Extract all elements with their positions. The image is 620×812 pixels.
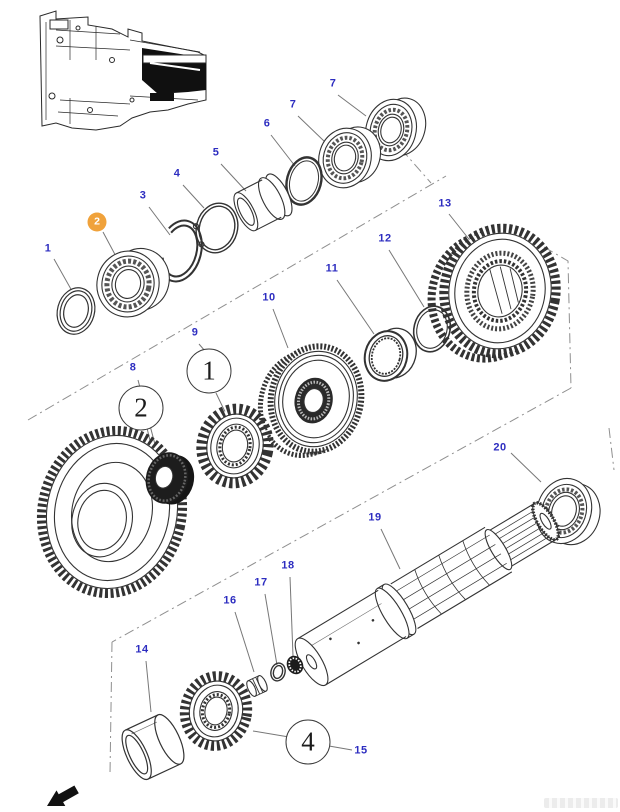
callout-11[interactable]: 11 xyxy=(325,262,339,275)
callout-10[interactable]: 10 xyxy=(262,291,276,304)
part-10-synchronizer xyxy=(257,343,365,458)
part-11-ring xyxy=(363,327,417,382)
callout-3[interactable]: 3 xyxy=(139,189,147,202)
part-16-pin xyxy=(246,675,268,697)
watermark xyxy=(544,798,618,808)
part-6-o-ring xyxy=(285,156,323,206)
callout-12[interactable]: 12 xyxy=(378,232,392,245)
callout-17[interactable]: 17 xyxy=(254,576,268,589)
part-19-shaft xyxy=(294,501,561,687)
gearbox-housing-thumbnail xyxy=(39,10,207,131)
part-8-gear xyxy=(36,425,188,599)
callout-7a[interactable]: 7 xyxy=(289,98,297,111)
part-7a-bearing xyxy=(318,126,382,189)
part-17-washer xyxy=(270,662,286,682)
callout-9[interactable]: 9 xyxy=(191,326,199,339)
callout-18[interactable]: 18 xyxy=(281,559,295,572)
part-14-bushing xyxy=(121,713,185,781)
part-4-wire-ring xyxy=(195,202,239,254)
part-15-gear xyxy=(179,671,253,751)
assembly-ref-1[interactable]: 1 xyxy=(186,348,232,394)
assembly-ref-2[interactable]: 2 xyxy=(118,385,164,431)
callout-1[interactable]: 1 xyxy=(44,242,52,255)
part-9-gear xyxy=(196,403,274,489)
part-1-seal-ring xyxy=(56,287,96,335)
callout-5[interactable]: 5 xyxy=(212,146,220,159)
callout-15[interactable]: 15 xyxy=(354,744,368,757)
callout-2-highlighted[interactable]: 2 xyxy=(87,212,107,232)
assembly-ref-4[interactable]: 4 xyxy=(285,719,331,765)
part-5-sleeve xyxy=(233,173,293,232)
callout-14[interactable]: 14 xyxy=(135,643,149,656)
callout-6[interactable]: 6 xyxy=(263,117,271,130)
callout-8[interactable]: 8 xyxy=(129,361,137,374)
group-boundary-lines xyxy=(27,133,615,775)
callout-4[interactable]: 4 xyxy=(173,167,181,180)
callout-20[interactable]: 20 xyxy=(493,441,507,454)
part-8-gear-hub xyxy=(145,452,195,505)
part-2-bearing xyxy=(96,247,170,318)
part-3-snap-ring xyxy=(157,219,205,283)
callout-19[interactable]: 19 xyxy=(368,511,382,524)
part-18-plug xyxy=(286,655,304,675)
callout-16[interactable]: 16 xyxy=(223,594,237,607)
part-12-ring xyxy=(412,305,452,353)
callout-13[interactable]: 13 xyxy=(438,197,452,210)
callout-7b[interactable]: 7 xyxy=(329,77,337,90)
part-13-gear xyxy=(427,223,561,363)
direction-arrow-icon xyxy=(47,785,79,806)
